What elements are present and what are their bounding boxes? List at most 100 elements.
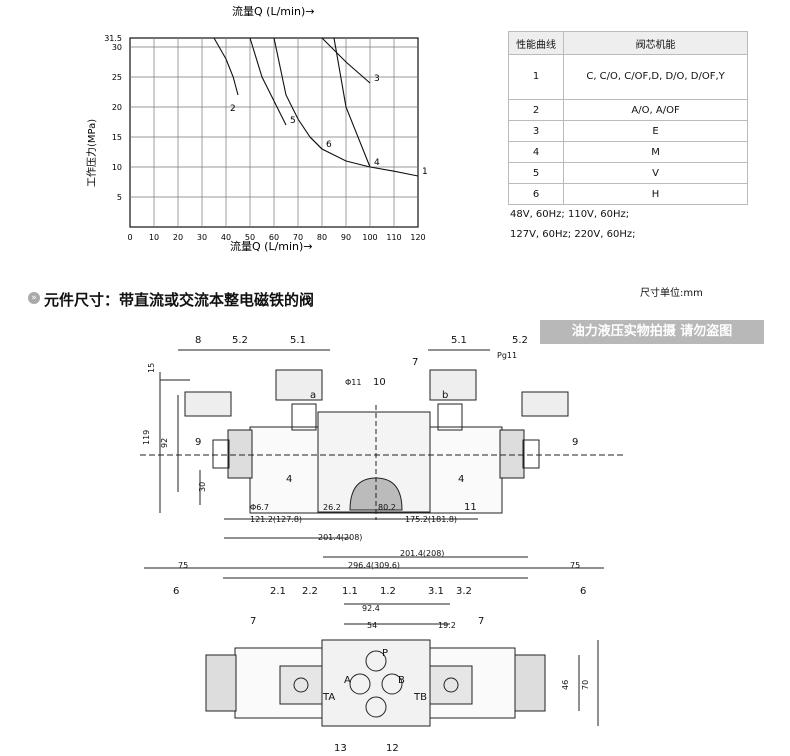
label-5-1-right: 5.1 [451, 335, 467, 346]
label-pg11: Pg11 [497, 351, 517, 360]
section-title: 元件尺寸：带直流或交流本整电磁铁的阀 [44, 291, 315, 309]
bottom-body [234, 647, 516, 719]
chart-x-tick: 50 [245, 233, 255, 242]
label-80-2: 80.2 [378, 503, 396, 512]
curve-2 [213, 37, 239, 96]
label-6-left: 6 [173, 586, 179, 597]
port-b-icon [381, 673, 403, 695]
port-label-a: A [344, 675, 351, 686]
label-12: 12 [386, 743, 399, 754]
label-92-4: 92.4 [362, 604, 380, 613]
label-1-1: 1.1 [342, 586, 358, 597]
curve-4 [333, 37, 371, 168]
spec-spool-1: C, C/O, C/OF,D, D/O, D/OF,Y [563, 54, 748, 100]
label-phi11: Φ11 [345, 378, 361, 387]
label-4-left: 4 [286, 474, 292, 485]
curve-5 [249, 37, 287, 126]
label-92-front: 92 [160, 438, 169, 448]
left-bolt-icon [293, 677, 309, 693]
label-a: a [310, 390, 316, 401]
label-70: 70 [581, 680, 590, 690]
label-175-2: 175.2(181.8) [405, 515, 457, 524]
label-75-left: 75 [178, 561, 188, 570]
right-connector [429, 369, 477, 401]
spec-curve-4: 4 [507, 141, 565, 163]
label-296-4: 296.4(309.6) [348, 561, 400, 570]
label-26-2: 26.2 [323, 503, 341, 512]
label-13: 13 [334, 743, 347, 754]
chart-x-tick: 40 [221, 233, 231, 242]
label-30: 30 [198, 482, 207, 492]
bottom-right-window [429, 665, 473, 705]
curve-3 [321, 37, 371, 84]
label-5-1-left: 5.1 [290, 335, 306, 346]
label-5-2-right: 5.2 [512, 335, 528, 346]
label-7-bottom-right: 7 [478, 616, 484, 627]
right-socket [437, 403, 463, 431]
chart-y-tick: 30 [112, 43, 122, 52]
chart-x-tick: 60 [269, 233, 279, 242]
label-2-1: 2.1 [270, 586, 286, 597]
center-block [317, 411, 431, 513]
label-b: b [442, 390, 448, 401]
chart-y-tick: 25 [112, 73, 122, 82]
left-coil [227, 429, 253, 479]
left-connector [275, 369, 323, 401]
label-7-bottom-left: 7 [250, 616, 256, 627]
label-4-right: 4 [458, 474, 464, 485]
label-8: 8 [195, 335, 201, 346]
port-label-b: B [398, 675, 405, 686]
label-5-2-left: 5.2 [232, 335, 248, 346]
curve-label-1: 1 [422, 167, 428, 177]
label-11: 11 [464, 502, 477, 513]
right-plug [521, 391, 569, 417]
label-119: 119 [142, 430, 151, 445]
voltage-line-2: 127V, 60Hz; 220V, 60Hz; [510, 229, 636, 240]
unit-label: 尺寸单位:mm [640, 288, 703, 299]
bottom-left-window [279, 665, 323, 705]
chart-x-tick: 30 [197, 233, 207, 242]
chart-top-xlabel: 流量Q (L/min)→ [232, 4, 315, 18]
spec-curve-2: 2 [507, 99, 565, 121]
chart-bottom-xlabel: 流量Q (L/min)→ [230, 239, 313, 253]
chart-x-tick: 70 [293, 233, 303, 242]
label-54: 54 [367, 621, 377, 630]
chart-x-tick: 120 [410, 233, 425, 242]
right-bolt-icon [443, 677, 459, 693]
port-label-ta: TA [322, 692, 335, 703]
spec-spool-3: E [563, 120, 748, 142]
spec-curve-1: 1 [507, 54, 565, 100]
spec-header-curve: 性能曲线 [507, 31, 565, 55]
label-19-2: 19.2 [438, 621, 456, 630]
label-7-top: 7 [412, 357, 418, 368]
spec-curve-6: 6 [507, 183, 565, 205]
label-201-4-a: 201.4(208) [318, 533, 362, 542]
valve-body [249, 426, 503, 514]
chart-x-tick: 110 [386, 233, 401, 242]
left-socket [291, 403, 317, 431]
right-coil-cap [522, 439, 540, 469]
label-46: 46 [561, 680, 570, 690]
chart-x-tick: 80 [317, 233, 327, 242]
spec-curve-3: 3 [507, 120, 565, 142]
curve-label-4: 4 [374, 158, 380, 168]
chart-x-tick: 0 [127, 233, 132, 242]
spec-spool-6: H [563, 183, 748, 205]
label-3-1: 3.1 [428, 586, 444, 597]
left-coil-cap [212, 439, 230, 469]
spec-spool-4: M [563, 141, 748, 163]
label-6-right: 6 [580, 586, 586, 597]
spec-curve-5: 5 [507, 162, 565, 184]
label-2-2: 2.2 [302, 586, 318, 597]
label-201-4-b: 201.4(208) [400, 549, 444, 558]
chart-x-tick: 20 [173, 233, 183, 242]
chart-x-tick: 100 [362, 233, 377, 242]
curve-label-5: 5 [290, 116, 296, 126]
label-phi67: Φ6.7 [250, 503, 269, 512]
section-bullet-icon: » [28, 292, 40, 304]
chart-ylabel: 工作压力(MPa) [85, 119, 98, 187]
bottom-right-coil [514, 654, 546, 712]
port-t-icon [365, 696, 387, 718]
label-10: 10 [373, 377, 386, 388]
